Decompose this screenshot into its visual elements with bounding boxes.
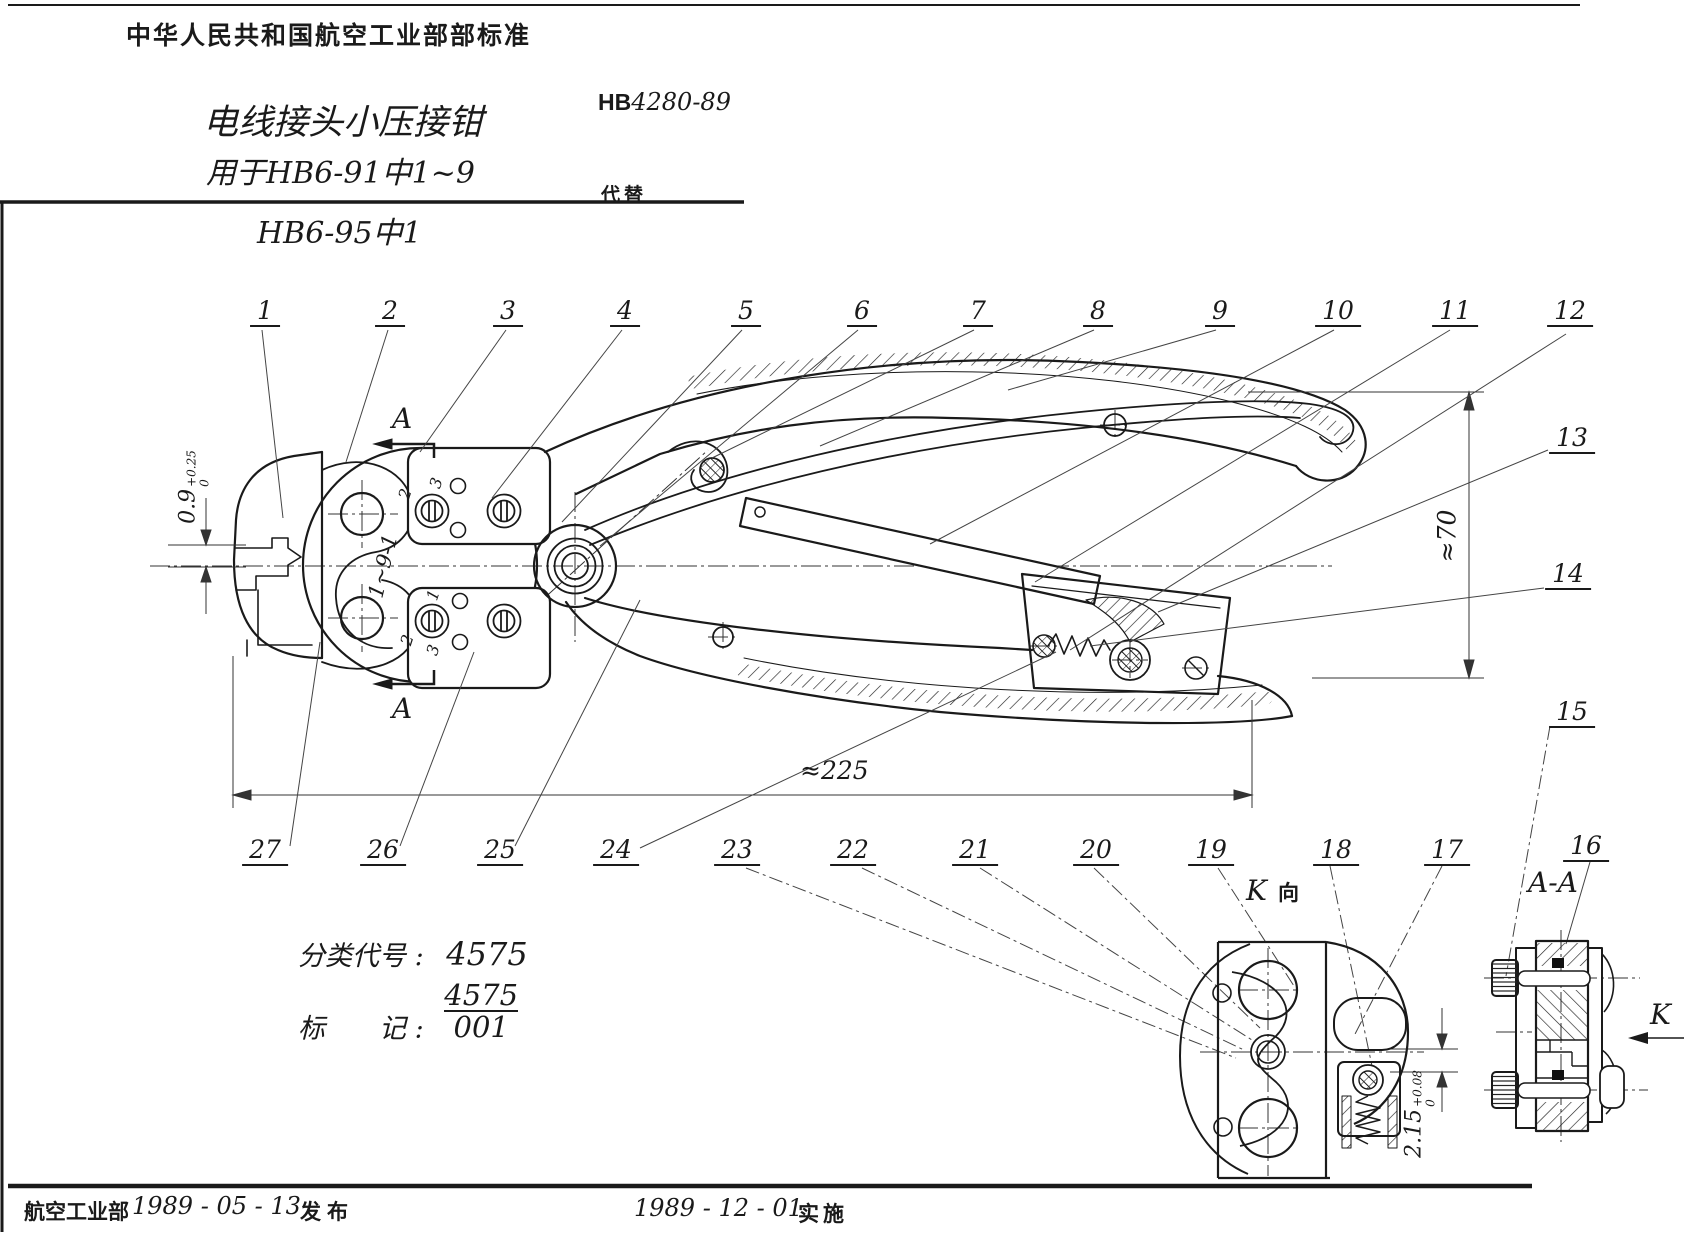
doc-subtitle-1: 用于HB6-91中1~9 bbox=[206, 156, 475, 191]
lower-handle bbox=[564, 596, 1294, 725]
ratchet-screw bbox=[1184, 656, 1208, 680]
page-border bbox=[0, 4, 1580, 1232]
section-aa-label: A-A bbox=[1528, 866, 1578, 899]
callout-13: 13 bbox=[1549, 424, 1595, 454]
callout-7: 7 bbox=[963, 297, 993, 327]
pawl-hatch-wedge bbox=[1085, 596, 1165, 643]
footer-impl-date: 1989 - 12 - 01 bbox=[634, 1194, 803, 1222]
classification-category-value: 4575 bbox=[446, 935, 528, 973]
supersedes-label: 代替 bbox=[601, 185, 648, 206]
callout-12: 12 bbox=[1547, 297, 1593, 327]
knurled-screw-top bbox=[1491, 959, 1519, 997]
knurled-screw-bottom bbox=[1491, 1071, 1519, 1109]
doc-subtitle-2: HB6-95中1 bbox=[257, 216, 422, 251]
standard-number: HB4280-89 bbox=[598, 88, 731, 116]
callout-17: 17 bbox=[1424, 836, 1470, 866]
callout-27: 27 bbox=[242, 836, 288, 866]
classification-category: 分类代号 : 4575 bbox=[298, 935, 528, 973]
callout-5: 5 bbox=[731, 297, 761, 327]
section-a-marks bbox=[372, 438, 436, 690]
spring-anchor-screw bbox=[1032, 634, 1056, 658]
upper-grip-hatch bbox=[688, 352, 1357, 451]
callout-15: 15 bbox=[1549, 698, 1595, 728]
callout-16: 16 bbox=[1563, 832, 1609, 862]
lever-screw bbox=[699, 457, 725, 483]
ratchet-spring bbox=[1047, 633, 1111, 657]
tool-drawing bbox=[232, 352, 1367, 725]
callout-25: 25 bbox=[477, 836, 523, 866]
dimension-lines bbox=[168, 390, 1484, 1112]
hook-piece bbox=[667, 440, 729, 493]
dim-height: ≈70 bbox=[1432, 509, 1462, 563]
callout-3: 3 bbox=[493, 297, 523, 327]
callout-10: 10 bbox=[1315, 297, 1361, 327]
classification-mark: 标 记 : 4575 001 bbox=[298, 978, 519, 1045]
lower-handle-hole bbox=[712, 626, 734, 648]
callout-11: 11 bbox=[1432, 297, 1478, 327]
view-k-label: K 向 bbox=[1246, 874, 1300, 907]
die-hole-upper bbox=[339, 491, 385, 537]
callout-8: 8 bbox=[1083, 297, 1113, 327]
jaw-plate-top bbox=[406, 446, 552, 546]
callout-23: 23 bbox=[714, 836, 760, 866]
aa-section bbox=[1491, 939, 1625, 1133]
pawl bbox=[1109, 639, 1151, 681]
callout-6: 6 bbox=[847, 297, 877, 327]
ratchet-mechanism bbox=[1020, 572, 1232, 696]
tool-head bbox=[301, 446, 552, 690]
side-button bbox=[1599, 1065, 1625, 1109]
callout-21: 21 bbox=[952, 836, 998, 866]
footer-org: 航空工业部 bbox=[24, 1201, 129, 1224]
section-a-label-top: A bbox=[392, 402, 413, 435]
callout-2: 2 bbox=[375, 297, 405, 327]
k-view bbox=[1179, 940, 1410, 1180]
standard-org-header: 中华人民共和国航空工业部部标准 bbox=[126, 22, 532, 50]
jaw-plate-bottom bbox=[406, 586, 552, 690]
release-lever bbox=[584, 400, 1355, 546]
callout-14: 14 bbox=[1545, 560, 1591, 590]
section-a-label-bottom: A bbox=[392, 692, 413, 725]
callout-4: 4 bbox=[610, 297, 640, 327]
callout-9: 9 bbox=[1205, 297, 1235, 327]
lower-grip-hatch bbox=[735, 663, 1273, 712]
callout-18: 18 bbox=[1313, 836, 1359, 866]
callout-22: 22 bbox=[830, 836, 876, 866]
callout-19: 19 bbox=[1188, 836, 1234, 866]
k-direction-arrow bbox=[1628, 1032, 1684, 1044]
k-arrow-label: K bbox=[1650, 998, 1671, 1031]
footer-issue-date: 1989 - 05 - 13 bbox=[132, 1192, 301, 1220]
tool-nose bbox=[232, 450, 324, 660]
pivot-bolt bbox=[532, 523, 618, 609]
callout-1: 1 bbox=[250, 297, 280, 327]
callout-24: 24 bbox=[593, 836, 639, 866]
standard-number-prefix: HB bbox=[598, 89, 632, 115]
callout-20: 20 bbox=[1073, 836, 1119, 866]
leader-lines bbox=[261, 329, 1591, 1067]
doc-title: 电线接头小压接钳 bbox=[203, 103, 484, 143]
footer-issue-word: 发布 bbox=[300, 1201, 354, 1224]
classification-mark-value: 4575 001 bbox=[444, 978, 519, 1045]
dim-overall-length: ≈225 bbox=[800, 756, 869, 785]
jaw-screws bbox=[414, 493, 522, 639]
centerlines bbox=[150, 410, 1648, 1176]
footer-impl-word: 实施 bbox=[798, 1203, 848, 1226]
callout-26: 26 bbox=[360, 836, 406, 866]
plate-small-holes bbox=[449, 477, 469, 651]
upper-handle bbox=[543, 352, 1367, 496]
die-hole-lower bbox=[339, 595, 385, 641]
